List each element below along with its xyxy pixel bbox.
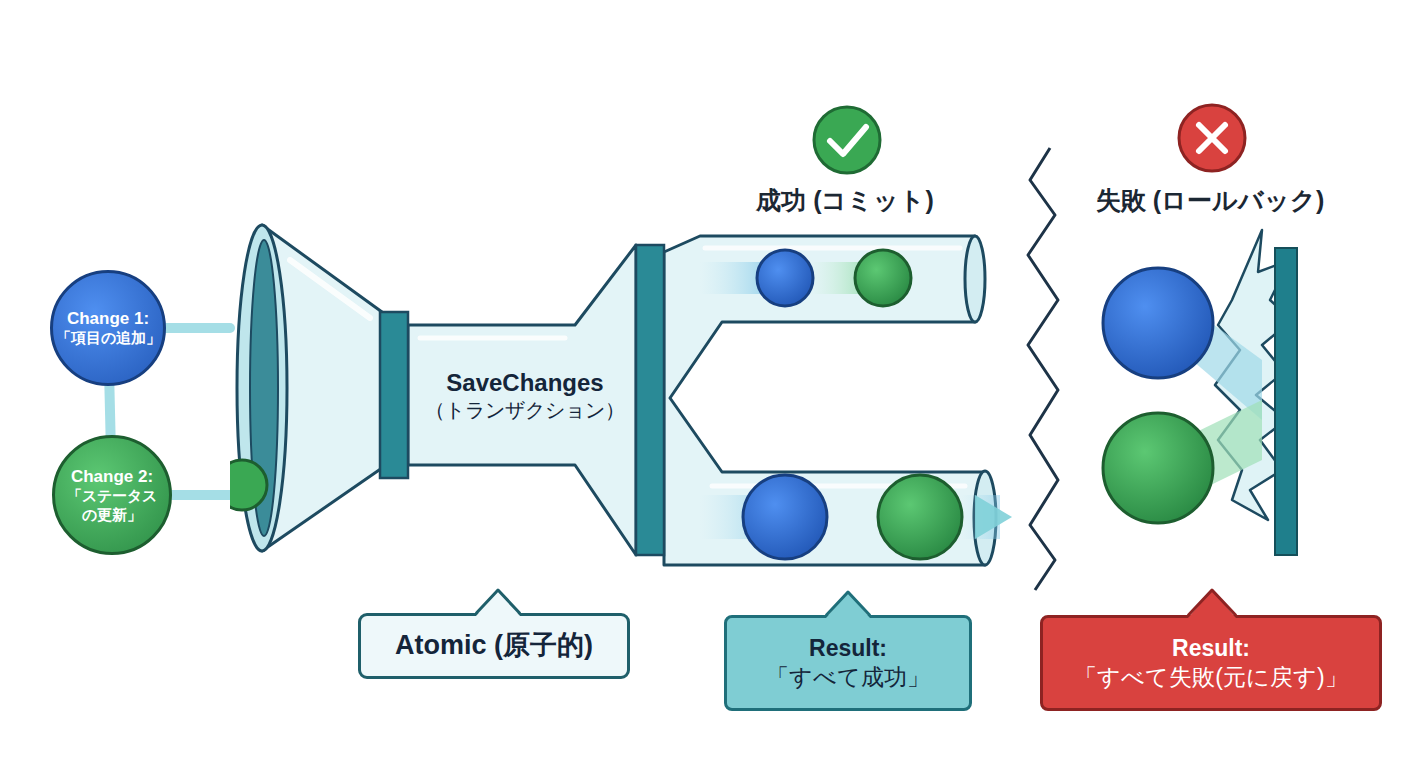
callout-pointer bbox=[476, 590, 520, 616]
callout-pointer bbox=[1188, 590, 1236, 616]
callout-pointer bbox=[476, 590, 520, 614]
funnel-highlight bbox=[290, 260, 370, 318]
success-result-box: Result:「すべて成功」 bbox=[724, 615, 972, 711]
change-ball bbox=[878, 475, 962, 559]
change-circle: Change 2:「ステータス の更新」 bbox=[52, 435, 172, 555]
tube-highlight bbox=[420, 336, 565, 341]
node-heading: Result: bbox=[809, 634, 887, 663]
change-ball bbox=[1103, 413, 1213, 523]
node-heading: SaveChanges bbox=[446, 368, 603, 398]
callout-pointer bbox=[1188, 590, 1236, 618]
funnel-band bbox=[380, 312, 408, 478]
check-mark bbox=[830, 127, 866, 154]
funnel-tube bbox=[408, 245, 636, 555]
failure-result-box: Result:「すべて失敗(元に戻す)」 bbox=[1040, 615, 1382, 711]
transaction-funnel: SaveChanges（トランザクション） bbox=[230, 220, 670, 560]
node-heading: Atomic (原子的) bbox=[395, 629, 593, 663]
branch-pipe bbox=[664, 236, 985, 565]
funnel-text-area: SaveChanges（トランザクション） bbox=[410, 360, 640, 430]
atomic-callout: Atomic (原子的) bbox=[358, 613, 630, 679]
change-ball bbox=[855, 250, 911, 306]
node-body: 「項目の追加」 bbox=[56, 329, 161, 348]
divider-zigzag bbox=[1028, 148, 1058, 590]
node-heading: Change 2: bbox=[71, 466, 153, 487]
pipe-highlight bbox=[705, 246, 960, 251]
branch-heading: 失敗 (ロールバック) bbox=[1096, 184, 1325, 217]
node-body: 「すべて失敗(元に戻す)」 bbox=[1074, 663, 1347, 692]
flow-beam bbox=[172, 490, 230, 500]
pipe-end bbox=[965, 236, 985, 322]
flow-beam bbox=[166, 323, 230, 333]
rollback-wall bbox=[1275, 248, 1297, 555]
change-circle: Change 1:「項目の追加」 bbox=[50, 270, 166, 386]
flow-beam bbox=[109, 386, 110, 435]
node-body: 「ステータス の更新」 bbox=[60, 487, 164, 525]
change-ball bbox=[743, 475, 827, 559]
node-heading: Result: bbox=[1172, 634, 1250, 663]
change-ball bbox=[1103, 268, 1213, 378]
cross-mark bbox=[1199, 125, 1225, 151]
success-icon bbox=[814, 107, 880, 173]
callout-pointer bbox=[826, 592, 870, 616]
funnel-flange bbox=[636, 245, 664, 555]
node-body: 「すべて成功」 bbox=[766, 663, 930, 692]
callout-pointer bbox=[826, 592, 870, 618]
change-ball bbox=[230, 460, 267, 510]
node-heading: Change 1: bbox=[67, 308, 149, 329]
node-body: （トランザクション） bbox=[425, 398, 625, 423]
change-ball bbox=[757, 250, 813, 306]
branch-heading: 成功 (コミット) bbox=[756, 184, 934, 217]
failure-icon bbox=[1179, 105, 1245, 171]
flow-arrowhead bbox=[975, 495, 1012, 539]
